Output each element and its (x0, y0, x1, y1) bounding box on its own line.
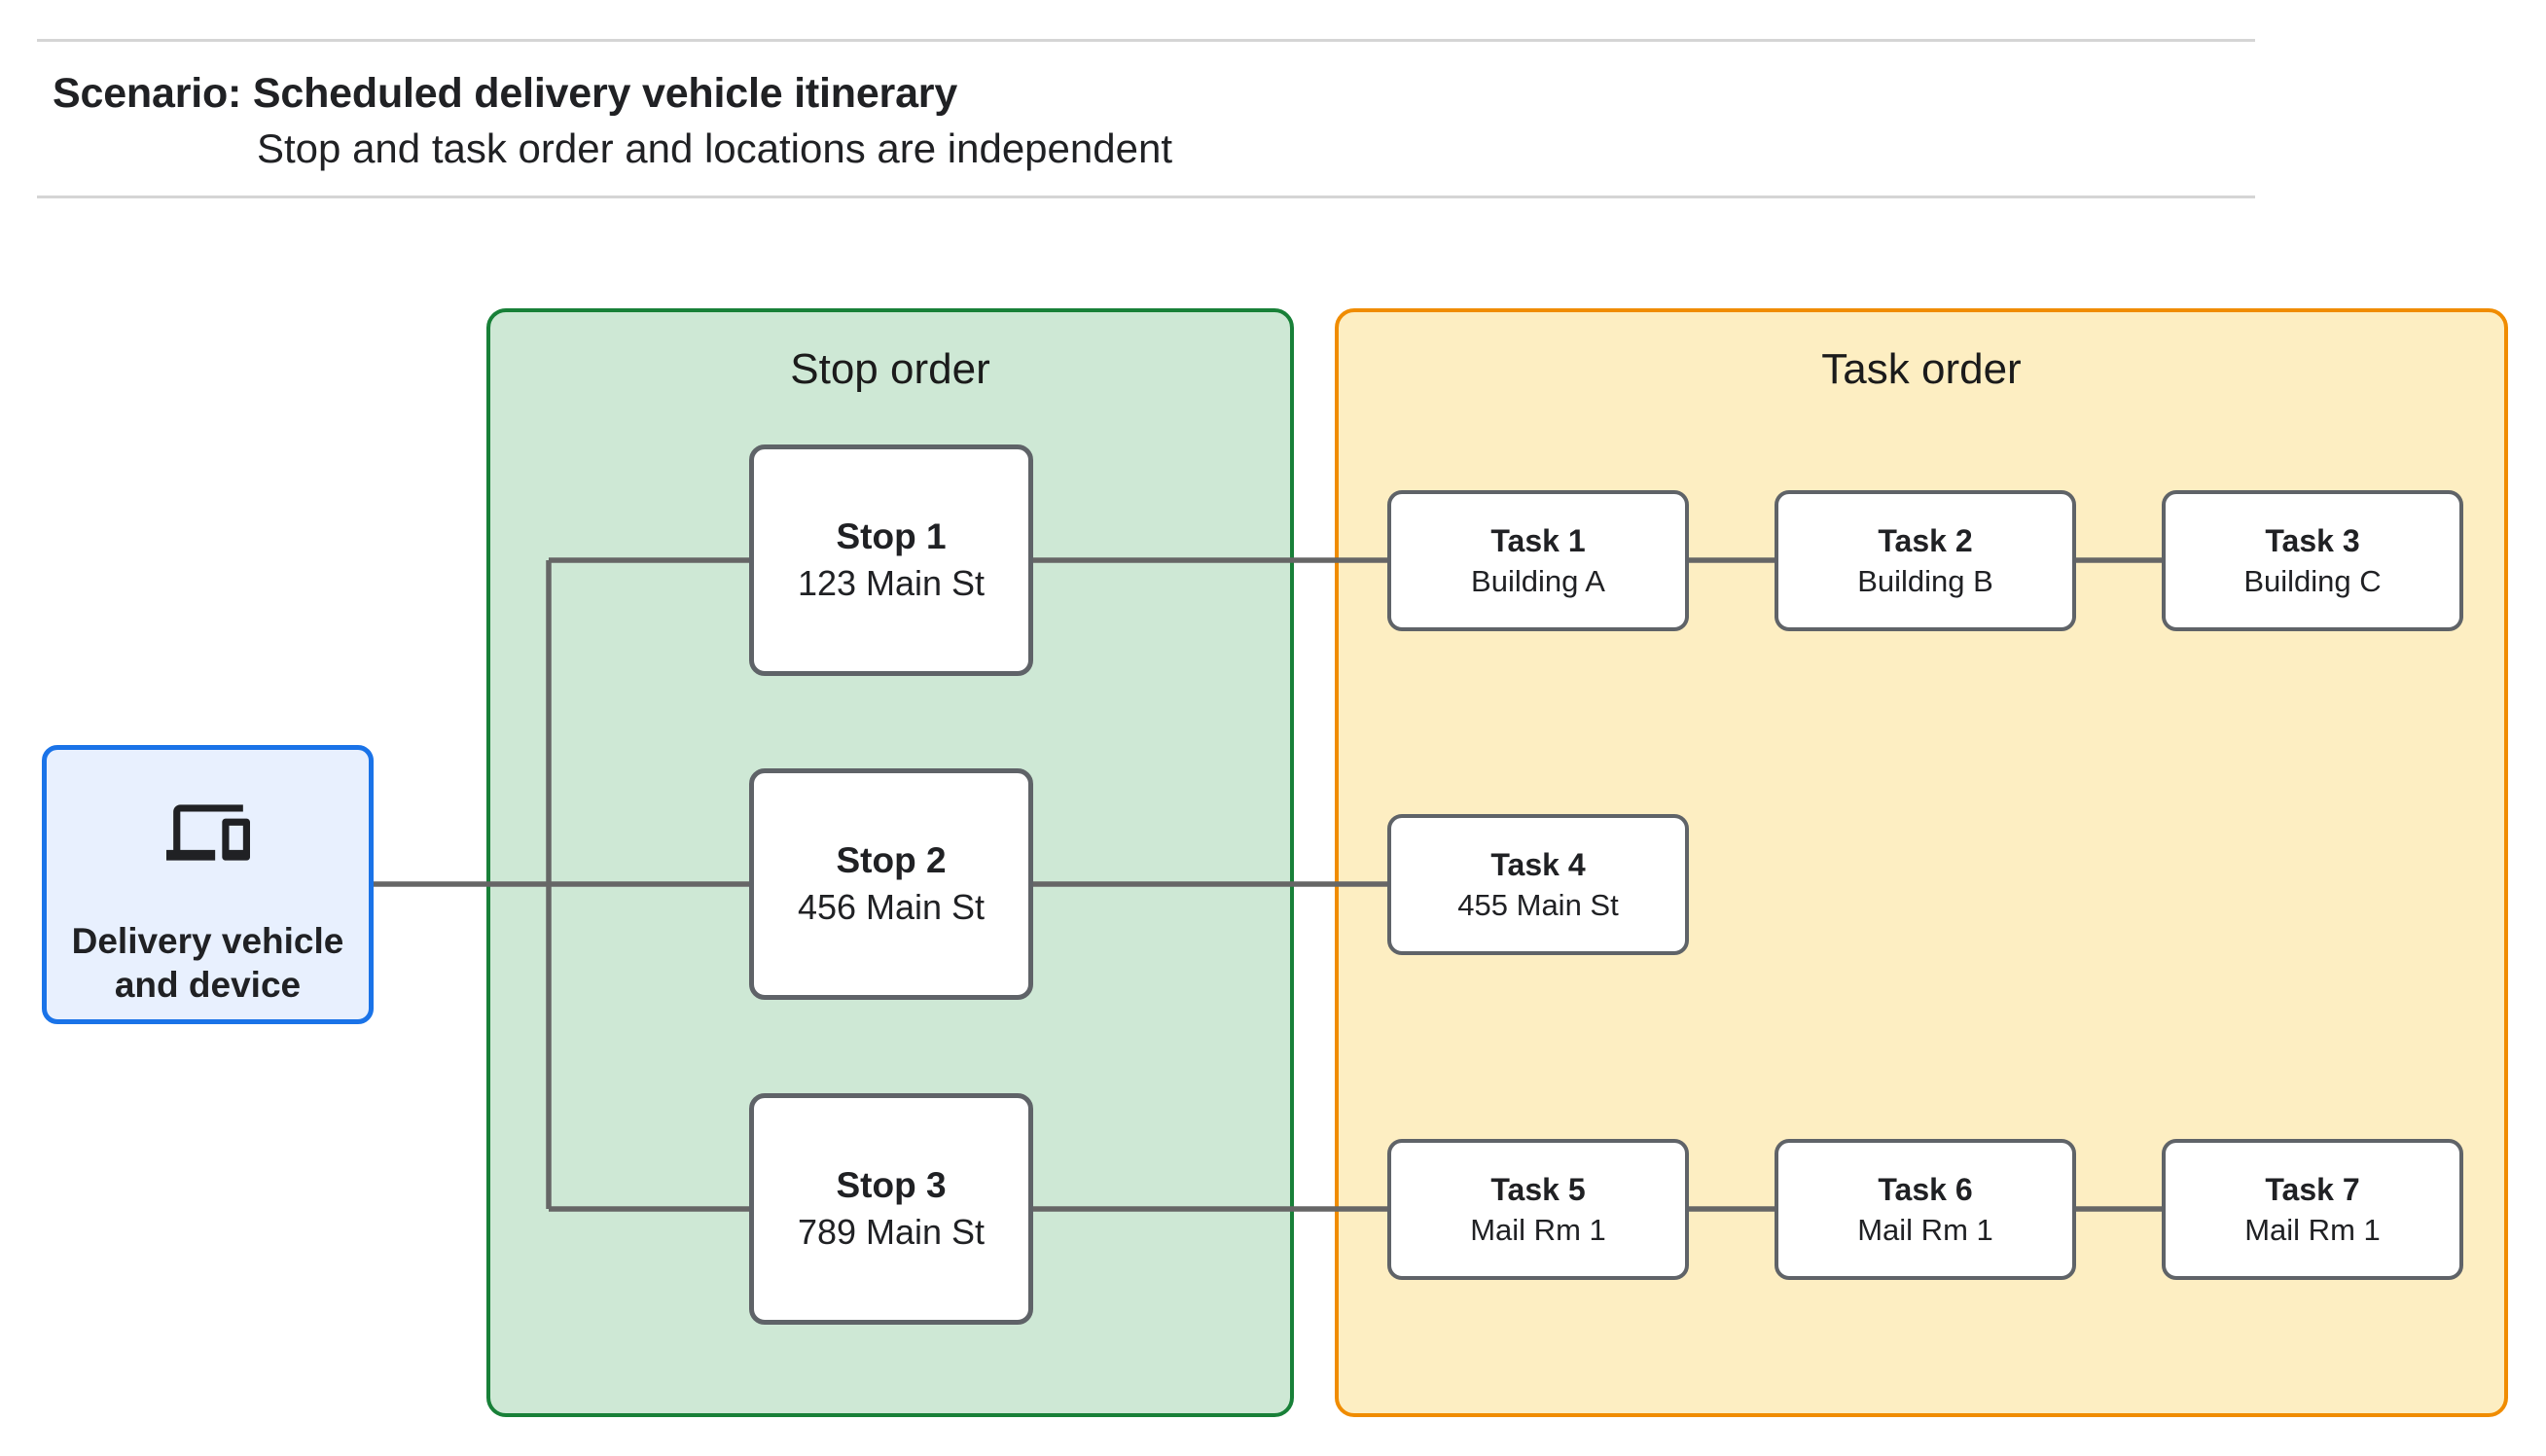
stop-1-address: 123 Main St (797, 563, 986, 603)
stop-3-title: Stop 3 (836, 1165, 947, 1205)
page-subtitle: Stop and task order and locations are in… (257, 125, 1173, 171)
task-2-title: Task 2 (1878, 522, 1973, 558)
task-1-location: Building A (1471, 563, 1605, 598)
task-6-node: Task 6 Mail Rm 1 (1775, 1139, 2076, 1280)
task-3-location: Building C (2243, 563, 2382, 598)
task-2-location: Building B (1857, 563, 1993, 598)
stop-3-node: Stop 3 789 Main St (749, 1093, 1033, 1325)
stop-order-panel-title: Stop order (790, 345, 990, 393)
task-5-title: Task 5 (1490, 1171, 1586, 1207)
delivery-vehicle-label-line2: and device (114, 965, 302, 1005)
header-top-divider (37, 39, 2255, 42)
task-order-panel-title: Task order (1821, 345, 2022, 393)
stop-2-node: Stop 2 456 Main St (749, 768, 1033, 1000)
task-5-node: Task 5 Mail Rm 1 (1387, 1139, 1689, 1280)
page-title: Scenario: Scheduled delivery vehicle iti… (53, 70, 958, 117)
stop-2-address: 456 Main St (797, 887, 986, 927)
delivery-vehicle-node: Delivery vehicle and device (42, 745, 374, 1024)
task-1-title: Task 1 (1490, 522, 1586, 558)
task-7-location: Mail Rm 1 (2244, 1212, 2381, 1247)
header-bottom-divider (37, 195, 2255, 198)
task-4-node: Task 4 455 Main St (1387, 814, 1689, 955)
task-6-title: Task 6 (1878, 1171, 1973, 1207)
task-1-node: Task 1 Building A (1387, 490, 1689, 631)
task-6-location: Mail Rm 1 (1857, 1212, 1993, 1247)
stop-1-node: Stop 1 123 Main St (749, 444, 1033, 676)
stop-3-address: 789 Main St (797, 1212, 986, 1252)
stop-1-title: Stop 1 (836, 516, 947, 556)
task-4-location: 455 Main St (1457, 887, 1619, 922)
stop-2-title: Stop 2 (836, 840, 947, 880)
devices-icon (165, 791, 250, 874)
task-7-title: Task 7 (2265, 1171, 2360, 1207)
task-4-title: Task 4 (1490, 846, 1586, 882)
delivery-vehicle-label: Delivery vehicle and device (72, 919, 344, 1007)
task-5-location: Mail Rm 1 (1470, 1212, 1606, 1247)
task-3-title: Task 3 (2265, 522, 2360, 558)
task-7-node: Task 7 Mail Rm 1 (2162, 1139, 2463, 1280)
delivery-vehicle-label-line1: Delivery vehicle (71, 921, 344, 961)
task-3-node: Task 3 Building C (2162, 490, 2463, 631)
task-2-node: Task 2 Building B (1775, 490, 2076, 631)
